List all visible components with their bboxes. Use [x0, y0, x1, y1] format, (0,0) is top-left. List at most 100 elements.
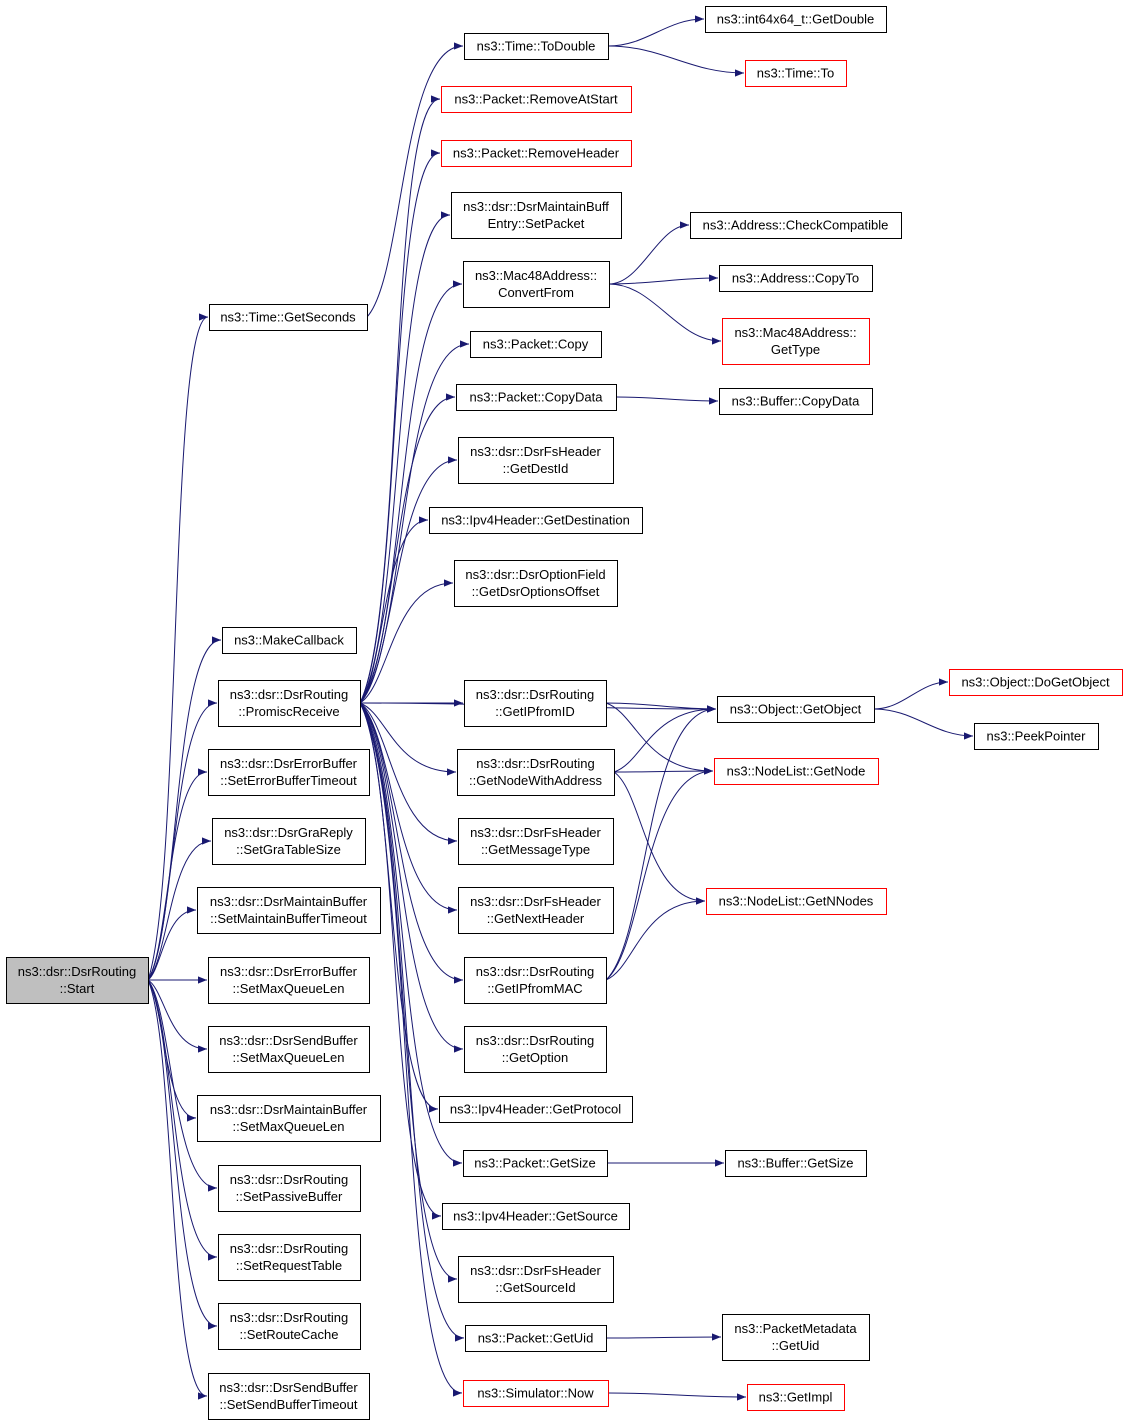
edge-promiscReceive-to-getOption	[359, 702, 464, 1053]
node-box	[949, 669, 1123, 696]
node-setRouteCache[interactable]: ns3::dsr::DsrRouting::SetRouteCache	[218, 1303, 361, 1350]
node-getOption[interactable]: ns3::dsr::DsrRouting::GetOption	[464, 1026, 607, 1073]
edge-promiscReceive-to-removeAtStart	[359, 95, 441, 704]
node-getNodeWithAddress[interactable]: ns3::dsr::DsrRouting::GetNodeWithAddress	[457, 749, 615, 796]
node-getDsrOptionsOffset[interactable]: ns3::dsr::DsrOptionField::GetDsrOptionsO…	[454, 560, 618, 607]
node-getMessageType[interactable]: ns3::dsr::DsrFsHeader::GetMessageType	[458, 818, 614, 865]
node-checkCompatible[interactable]: ns3::Address::CheckCompatible	[690, 212, 902, 239]
node-getIPfromMAC[interactable]: ns3::dsr::DsrRouting::GetIPfromMAC	[464, 957, 607, 1004]
node-bufferGetSize[interactable]: ns3::Buffer::GetSize	[725, 1150, 867, 1177]
node-mac48GetType[interactable]: ns3::Mac48Address::GetType	[722, 318, 870, 365]
node-peekPointer[interactable]: ns3::PeekPointer	[974, 723, 1099, 750]
edge-getIPfromMAC-to-nodeListGetNNodes	[605, 897, 706, 981]
node-label: ns3::dsr::DsrMaintainBuff	[463, 199, 609, 214]
node-label: ns3::dsr::DsrSendBuffer	[219, 1380, 358, 1395]
edge-getIPfromID-to-nodeListGetNode	[605, 702, 714, 775]
node-getIPfromID[interactable]: ns3::dsr::DsrRouting::GetIPfromID	[464, 680, 607, 727]
node-getProtocol[interactable]: ns3::Ipv4Header::GetProtocol	[439, 1096, 633, 1123]
node-removeAtStart[interactable]: ns3::Packet::RemoveAtStart	[441, 86, 632, 113]
node-addressCopyTo[interactable]: ns3::Address::CopyTo	[719, 265, 873, 292]
edge-promiscReceive-to-getMessageType	[359, 702, 458, 845]
node-label: ns3::dsr::DsrFsHeader	[470, 825, 601, 840]
node-packetCopyData[interactable]: ns3::Packet::CopyData	[456, 384, 617, 411]
node-getDestination[interactable]: ns3::Ipv4Header::GetDestination	[429, 507, 643, 534]
edge-start-to-setMaintBufTimeout	[147, 906, 197, 981]
node-box	[451, 192, 622, 239]
node-setErrorBufTimeout[interactable]: ns3::dsr::DsrErrorBuffer::SetErrorBuffer…	[208, 749, 370, 796]
node-setMaxQSend[interactable]: ns3::dsr::DsrSendBuffer::SetMaxQueueLen	[208, 1026, 370, 1073]
edge-getIPfromMAC-to-getObject	[605, 705, 717, 981]
node-label: ns3::dsr::DsrRouting	[230, 1241, 349, 1256]
node-getSeconds[interactable]: ns3::Time::GetSeconds	[209, 304, 368, 331]
node-label: ::SetSendBufferTimeout	[219, 1397, 357, 1412]
node-bufferCopyData[interactable]: ns3::Buffer::CopyData	[719, 388, 873, 415]
edge-start-to-getSeconds	[147, 313, 209, 981]
node-packetGetUid[interactable]: ns3::Packet::GetUid	[465, 1325, 607, 1352]
node-label: ::SetMaxQueueLen	[232, 981, 344, 996]
node-box	[706, 888, 887, 915]
node-packetCopy[interactable]: ns3::Packet::Copy	[470, 331, 602, 358]
node-nodeListGetNNodes[interactable]: ns3::NodeList::GetNNodes	[706, 888, 887, 915]
node-box	[197, 1095, 381, 1142]
node-box	[722, 318, 870, 365]
node-getImpl[interactable]: ns3::GetImpl	[747, 1384, 845, 1411]
node-label: ::SetMaxQueueLen	[232, 1050, 344, 1065]
edge-convertFrom-to-mac48GetType	[608, 283, 722, 345]
node-promiscReceive[interactable]: ns3::dsr::DsrRouting::PromiscReceive	[218, 680, 361, 727]
node-label: ns3::Ipv4Header::GetDestination	[441, 513, 630, 528]
node-maintSetPacket[interactable]: ns3::dsr::DsrMaintainBuffEntry::SetPacke…	[451, 192, 622, 239]
node-box	[725, 1150, 867, 1177]
node-simulatorNow[interactable]: ns3::Simulator::Now	[463, 1380, 609, 1407]
node-label: ns3::dsr::DsrRouting	[18, 964, 137, 979]
node-label: ns3::dsr::DsrOptionField	[465, 567, 605, 582]
node-getNextHeader[interactable]: ns3::dsr::DsrFsHeader::GetNextHeader	[458, 887, 614, 934]
edge-promiscReceive-to-getNodeWithAddress	[359, 702, 457, 776]
node-label: ns3::Object::DoGetObject	[961, 675, 1110, 690]
node-makeCallback[interactable]: ns3::MakeCallback	[222, 627, 357, 654]
node-box	[470, 331, 602, 358]
edge-convertFrom-to-checkCompatible	[608, 221, 690, 285]
node-label: ns3::MakeCallback	[234, 633, 344, 648]
node-label: ns3::Buffer::GetSize	[737, 1156, 853, 1171]
node-setSendBufTimeout[interactable]: ns3::dsr::DsrSendBuffer::SetSendBufferTi…	[208, 1373, 370, 1420]
node-packetMetaGetUid[interactable]: ns3::PacketMetadata::GetUid	[722, 1314, 870, 1361]
node-label: ns3::Mac48Address::	[475, 268, 597, 283]
node-box	[717, 696, 875, 723]
node-label: ConvertFrom	[498, 285, 574, 300]
node-packetGetSize[interactable]: ns3::Packet::GetSize	[463, 1150, 608, 1177]
node-removeHeader[interactable]: ns3::Packet::RemoveHeader	[441, 140, 632, 167]
node-doGetObject[interactable]: ns3::Object::DoGetObject	[949, 669, 1123, 696]
node-setMaxQErr[interactable]: ns3::dsr::DsrErrorBuffer::SetMaxQueueLen	[208, 957, 370, 1004]
node-box	[714, 758, 879, 785]
node-label: ns3::Packet::RemoveHeader	[453, 146, 620, 161]
node-label: ns3::Buffer::CopyData	[732, 394, 860, 409]
node-label: ::SetErrorBufferTimeout	[220, 773, 357, 788]
node-label: ns3::dsr::DsrGraReply	[224, 825, 353, 840]
node-label: ns3::PacketMetadata	[734, 1321, 857, 1336]
node-box	[218, 1303, 361, 1350]
node-getSource[interactable]: ns3::Ipv4Header::GetSource	[442, 1203, 630, 1230]
node-box	[454, 560, 618, 607]
edge-promiscReceive-to-getSource	[359, 702, 442, 1220]
node-label: ns3::dsr::DsrErrorBuffer	[220, 964, 358, 979]
node-getSourceId[interactable]: ns3::dsr::DsrFsHeader::GetSourceId	[458, 1256, 614, 1303]
node-getDestId[interactable]: ns3::dsr::DsrFsHeader::GetDestId	[458, 437, 614, 484]
node-label: ns3::dsr::DsrMaintainBuffer	[210, 894, 368, 909]
node-nodeListGetNode[interactable]: ns3::NodeList::GetNode	[714, 758, 879, 785]
edge-promiscReceive-to-getDestId	[359, 456, 458, 704]
node-getObject[interactable]: ns3::Object::GetObject	[717, 696, 875, 723]
node-timeTo[interactable]: ns3::Time::To	[745, 60, 847, 87]
node-box	[208, 1373, 370, 1420]
node-convertFrom[interactable]: ns3::Mac48Address::ConvertFrom	[463, 261, 610, 308]
edge-start-to-setPassiveBuffer	[147, 979, 218, 1192]
node-label: ::Start	[60, 981, 95, 996]
node-setPassiveBuffer[interactable]: ns3::dsr::DsrRouting::SetPassiveBuffer	[218, 1165, 361, 1212]
node-toDouble[interactable]: ns3::Time::ToDouble	[464, 33, 609, 60]
node-setMaintBufTimeout[interactable]: ns3::dsr::DsrMaintainBuffer::SetMaintain…	[197, 887, 381, 934]
node-setRequestTable[interactable]: ns3::dsr::DsrRouting::SetRequestTable	[218, 1234, 361, 1281]
node-setGraTableSize[interactable]: ns3::dsr::DsrGraReply::SetGraTableSize	[212, 818, 366, 865]
node-int64GetDouble[interactable]: ns3::int64x64_t::GetDouble	[705, 6, 887, 33]
node-setMaxQMaint[interactable]: ns3::dsr::DsrMaintainBuffer::SetMaxQueue…	[197, 1095, 381, 1142]
node-label: ns3::dsr::DsrFsHeader	[470, 444, 601, 459]
node-start[interactable]: ns3::dsr::DsrRouting::Start	[6, 957, 149, 1004]
